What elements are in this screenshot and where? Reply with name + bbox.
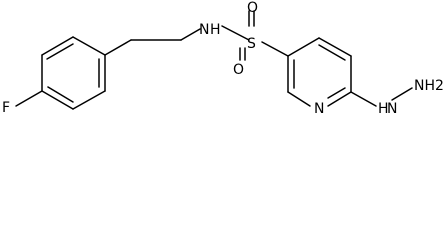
- bond-ch2-n: [180, 28, 201, 41]
- amide-nitrogen-label: N: [199, 22, 209, 38]
- bond: [287, 91, 311, 107]
- bond-s-pyridine: [261, 41, 289, 57]
- oxygen-bottom-label: O: [233, 62, 244, 78]
- bond: [318, 37, 352, 57]
- bond-c-f: [15, 90, 43, 107]
- double-bond-inner: [327, 87, 346, 99]
- hydrazine-nh2-label: NH2: [414, 78, 444, 94]
- bond: [327, 91, 352, 107]
- bond: [41, 90, 74, 110]
- fluorophenyl-ring: [41, 36, 106, 110]
- oxygen-top-label: O: [247, 0, 258, 16]
- pyridine-ring: [287, 37, 352, 107]
- pyridine-nitrogen-label: N: [314, 101, 324, 117]
- bond-n-s: [221, 25, 250, 41]
- double-bond-inner: [318, 44, 346, 61]
- double-bond-inner: [46, 43, 74, 60]
- double-bond-inner: [47, 86, 74, 103]
- hydrazine-n-label: N: [387, 101, 397, 117]
- bond: [72, 36, 106, 56]
- sulfur-label: S: [247, 36, 256, 52]
- structure-diagram: F N H S O O N H N NH2: [2, 0, 444, 117]
- fluorine-label: F: [2, 100, 10, 116]
- bond-ring-ch2: [104, 39, 132, 56]
- hydrazine-nh-label: H: [378, 101, 389, 117]
- bond: [287, 37, 320, 57]
- bond: [41, 36, 74, 56]
- amide-hydrogen-label: H: [210, 22, 221, 38]
- molecule-drawing: F N H S O O N H N NH2: [2, 0, 444, 117]
- bond-nh-nh2: [391, 87, 413, 101]
- bond-c-nh: [350, 91, 377, 107]
- bond: [72, 90, 106, 110]
